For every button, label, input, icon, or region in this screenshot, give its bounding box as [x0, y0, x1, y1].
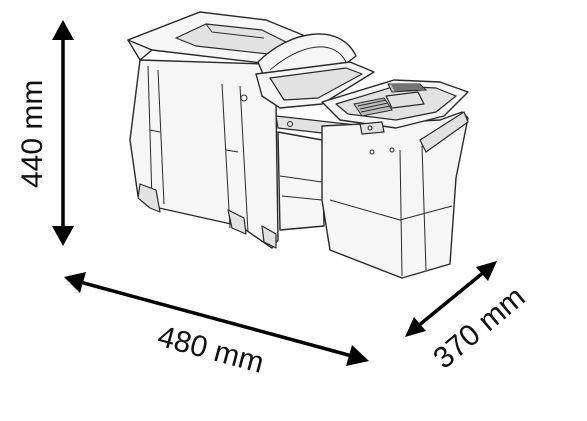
- depth-arrow-head-bottom: [405, 317, 426, 337]
- height-label: 440 mm: [16, 80, 49, 188]
- rear-bin-foot: [137, 183, 161, 213]
- height-dimension: 440 mm: [16, 20, 74, 246]
- front-drawer-bin: [321, 79, 469, 279]
- width-dimension: 480 mm: [64, 272, 369, 380]
- width-arrow-head-left: [64, 272, 86, 293]
- depth-arrow-line: [416, 270, 486, 328]
- width-arrow-head-right: [346, 345, 369, 366]
- rear-bin-front-panel: [129, 59, 279, 249]
- middle-bin-body: [277, 131, 325, 231]
- depth-label: 370 mm: [427, 280, 531, 375]
- pull-out-waste-bin-illustration: [127, 11, 469, 279]
- height-arrow-head-bottom: [52, 226, 74, 246]
- front-bin-body: [321, 111, 469, 279]
- front-bin-side-handle: [419, 111, 469, 153]
- depth-dimension: 370 mm: [405, 261, 532, 375]
- width-arrow-line: [79, 280, 353, 358]
- depth-arrow-head-top: [476, 261, 497, 281]
- height-arrow-head-top: [52, 20, 74, 40]
- rear-bin: [127, 11, 321, 249]
